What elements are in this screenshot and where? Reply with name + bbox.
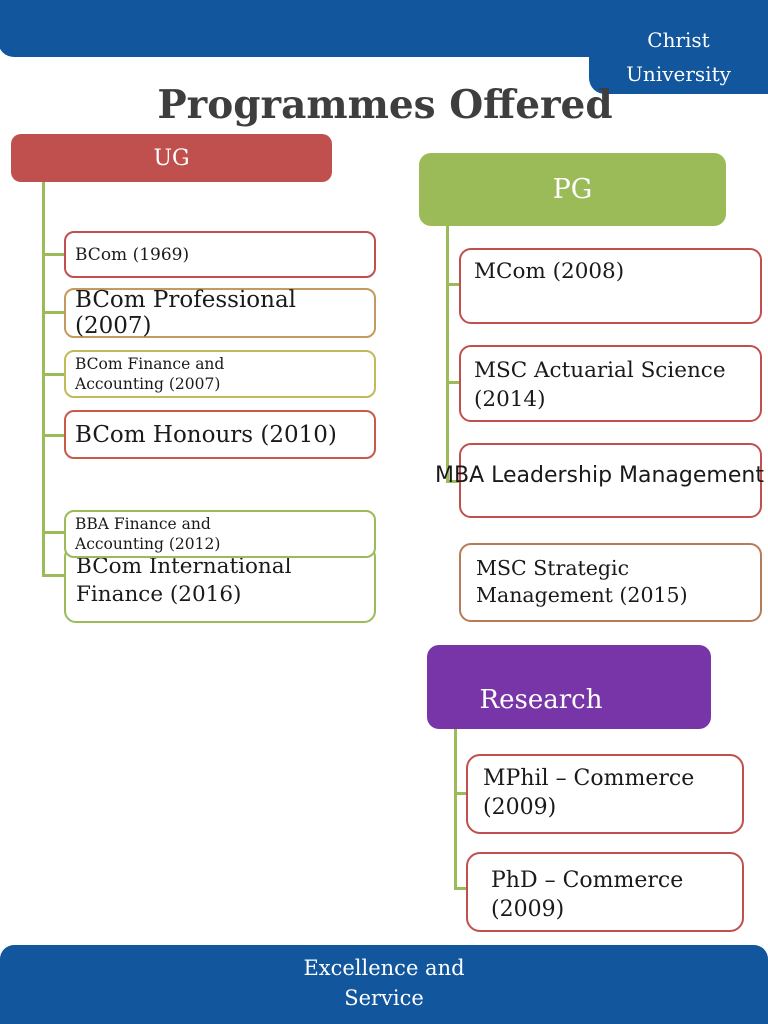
ug-connector-spur	[42, 574, 66, 577]
research-connector-line	[454, 729, 457, 890]
pg-group-header: PG	[419, 153, 726, 226]
ug-connector-spur	[42, 373, 66, 376]
ug-connector-spur	[42, 434, 66, 437]
research-group-header: Research	[427, 645, 711, 729]
programme-label: BCom Finance and Accounting (2007)	[75, 354, 225, 393]
ug-connector-spur	[42, 531, 66, 534]
programme-label: BCom International Finance (2016)	[76, 554, 292, 607]
ug-group-label: UG	[153, 145, 190, 171]
programme-label: BCom Honours (2010)	[75, 421, 337, 448]
programme-box: PhD – Commerce (2009)	[466, 852, 744, 932]
programme-box: BBA Finance and Accounting (2012)	[64, 510, 376, 558]
footer-motto-line2: Service	[344, 986, 424, 1010]
programme-box: BCom (1969)	[64, 231, 376, 278]
pg-connector-spur	[446, 480, 461, 483]
programme-label: MSC Actuarial Science (2014)	[474, 358, 726, 412]
research-connector-spur	[454, 792, 468, 795]
pg-connector-spur	[446, 283, 461, 286]
programme-box: MCom (2008)	[459, 248, 762, 324]
programme-label: BBA Finance and Accounting (2012)	[75, 514, 221, 553]
research-connector-spur	[454, 887, 468, 890]
university-name-line2: University	[626, 62, 731, 86]
programme-label: BCom (1969)	[75, 244, 190, 265]
programme-label-overflow: MBA Leadership Management	[435, 463, 764, 488]
programme-box: MSC Strategic Management (2015)	[459, 543, 762, 622]
pg-connector-spur	[446, 381, 461, 384]
page-title: Programmes Offered	[157, 82, 613, 128]
ug-connector-line	[42, 182, 45, 577]
pg-group-label: PG	[552, 174, 593, 205]
programme-box: BCom Finance and Accounting (2007)	[64, 350, 376, 398]
programme-box: MSC Actuarial Science (2014)	[459, 345, 762, 422]
ug-connector-spur	[42, 253, 66, 256]
programme-box: BCom International Finance (2016)	[64, 545, 376, 623]
programme-box	[459, 443, 762, 518]
programme-label: MCom (2008)	[474, 259, 625, 284]
ug-group-header: UG	[11, 134, 332, 182]
footer-motto-line1: Excellence and	[303, 956, 465, 980]
bottom-banner-bar: Excellence and Service	[0, 945, 768, 1024]
research-group-label: Research	[479, 685, 603, 715]
university-name-line1: Christ	[647, 28, 710, 52]
pg-connector-line	[446, 226, 449, 483]
ug-connector-spur	[42, 311, 66, 314]
programme-box: MPhil – Commerce (2009)	[466, 754, 744, 834]
programme-box: BCom Honours (2010)	[64, 410, 376, 459]
programme-label: MSC Strategic Management (2015)	[476, 556, 688, 607]
programme-label: PhD – Commerce (2009)	[491, 868, 684, 922]
university-name-box: Christ University	[589, 0, 768, 94]
programme-label: MPhil – Commerce (2009)	[483, 766, 695, 820]
programme-label: BCom Professional (2007)	[75, 287, 297, 339]
programme-box: BCom Professional (2007)	[64, 287, 376, 339]
